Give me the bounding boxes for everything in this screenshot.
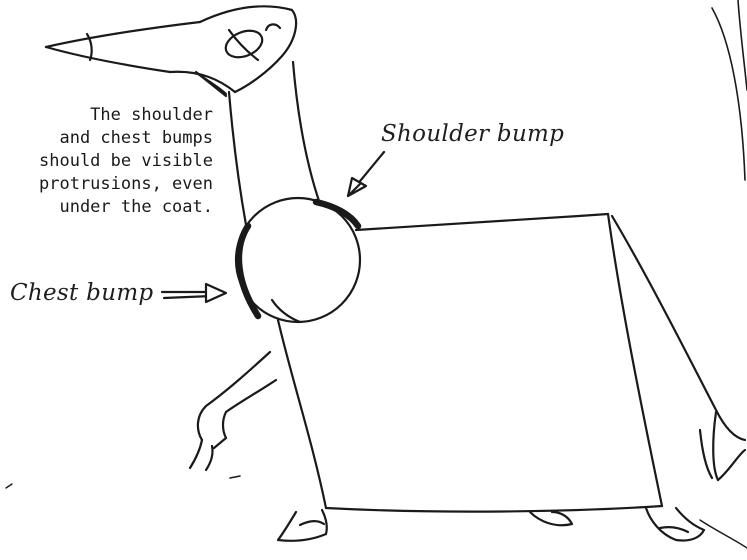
chest-bump-mark: [239, 226, 258, 316]
neck-outline: [229, 62, 320, 225]
stray-mark: [6, 476, 240, 488]
front-leg-outline: [190, 352, 276, 470]
coat-outline: [272, 214, 662, 512]
head-outline: [46, 6, 296, 96]
shoulder-bump-mark: [316, 202, 358, 226]
annotation-note: The shoulder and chest bumps should be v…: [28, 104, 213, 219]
chest-bump-label: Chest bump: [10, 280, 153, 306]
eye-icon: [222, 24, 280, 62]
tail-outline: [612, 216, 745, 480]
shoulder-arrow-icon: [348, 152, 384, 196]
feet-outline: [278, 508, 704, 541]
chest-circle: [236, 198, 360, 322]
chest-arrow-icon: [162, 284, 226, 302]
shoulder-bump-label: Shoulder bump: [381, 121, 564, 147]
